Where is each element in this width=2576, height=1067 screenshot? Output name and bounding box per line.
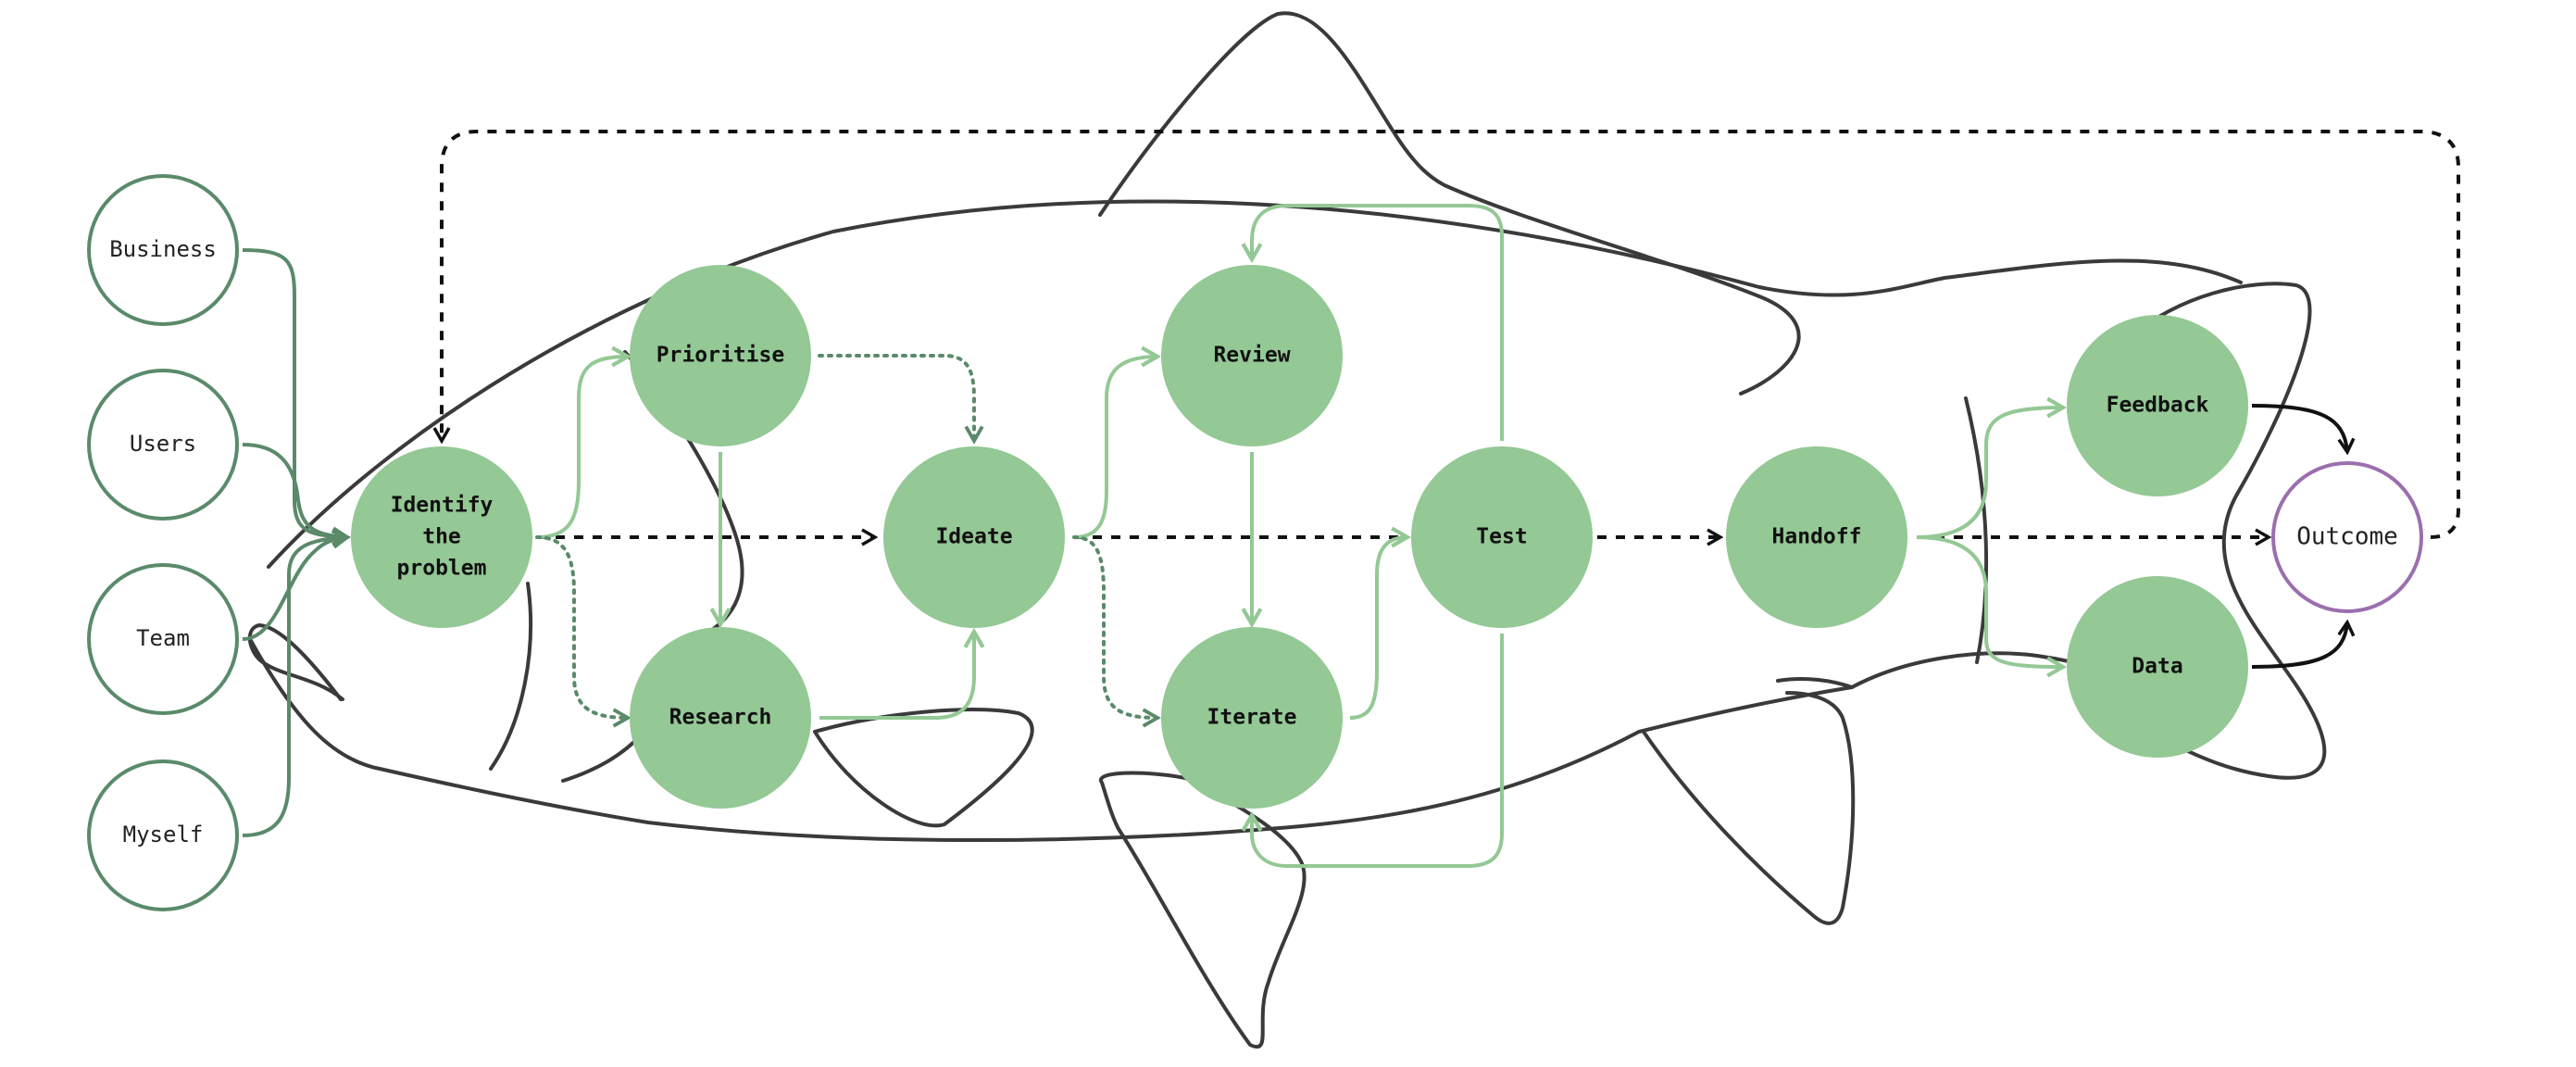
step-node-handoff: Handoff — [1726, 446, 1907, 628]
connector-handoff-feedback — [1916, 408, 2063, 539]
step-label-test: Test — [1476, 525, 1527, 549]
outcome-node: Outcome — [2271, 461, 2423, 613]
step-label-identify-line-0: Identify — [391, 494, 494, 518]
step-node-feedback: Feedback — [2067, 315, 2248, 496]
source-node-business: Business — [87, 174, 239, 326]
outcome-label: Outcome — [2296, 523, 2398, 551]
outcome-node-group: Outcome — [2271, 461, 2423, 613]
fish-anal-fin — [1098, 771, 1307, 1049]
step-node-iterate: Iterate — [1161, 627, 1343, 809]
step-label-data: Data — [2132, 655, 2182, 679]
connector-users-identify — [242, 443, 347, 537]
fish-belly-join — [1776, 676, 1854, 689]
connector-data-outcome — [2251, 622, 2347, 669]
connector-prioritise-ideate — [818, 354, 974, 441]
step-label-identify-line-1: the — [422, 525, 461, 549]
source-label-myself: Myself — [123, 822, 204, 847]
step-node-test: Test — [1411, 446, 1593, 628]
connector-test-review — [1252, 204, 1504, 441]
source-node-myself: Myself — [87, 759, 239, 911]
source-node-users: Users — [87, 369, 239, 521]
source-circle-myself — [87, 759, 239, 911]
fish-head-curve — [489, 582, 533, 771]
source-node-team: Team — [87, 563, 239, 715]
step-circle-handoff — [1726, 446, 1907, 628]
connector-identify-research — [535, 535, 628, 718]
step-node-data: Data — [2067, 576, 2248, 758]
connectors — [242, 130, 2460, 868]
fish-tail — [2128, 282, 2327, 780]
outcome-circle — [2271, 461, 2423, 613]
connector-iterate-test — [1349, 537, 1407, 720]
fish-outline — [247, 11, 2327, 1049]
connector-research-ideate — [819, 632, 974, 720]
step-node-ideate: Ideate — [883, 446, 1065, 628]
step-label-prioritise: Prioritise — [657, 344, 784, 368]
fish-body-bottom — [248, 637, 1854, 843]
connector-handoff-data — [1916, 535, 2063, 667]
step-label-ideate: Ideate — [935, 525, 1012, 549]
step-label-review: Review — [1213, 344, 1290, 368]
step-circle-prioritise — [630, 265, 811, 446]
step-label-iterate: Iterate — [1207, 706, 1297, 730]
step-circle-feedback — [2067, 315, 2248, 496]
step-node-prioritise: Prioritise — [630, 265, 811, 446]
source-circle-users — [87, 369, 239, 521]
fish-tail-fin-lower — [1642, 691, 1856, 925]
connector-ideate-review — [1073, 357, 1157, 539]
step-circle-ideate — [883, 446, 1065, 628]
source-circle-business — [87, 174, 239, 326]
step-circle-iterate — [1161, 627, 1343, 809]
fish-dorsal-fin — [1098, 11, 1801, 395]
step-circle-data — [2067, 576, 2248, 758]
connector-test-iterate — [1252, 634, 1504, 868]
connector-business-identify — [242, 248, 347, 537]
connector-myself-identify — [242, 537, 347, 837]
step-circle-identify — [351, 446, 532, 628]
connector-feedback-outcome — [2251, 404, 2347, 452]
fish-mouth — [247, 623, 344, 701]
step-circle-research — [630, 627, 811, 809]
step-circle-review — [1161, 265, 1343, 446]
step-circle-test — [1411, 446, 1593, 628]
step-label-feedback: Feedback — [2107, 394, 2209, 418]
connector-identify-prioritise — [536, 357, 628, 539]
step-node-review: Review — [1161, 265, 1343, 446]
source-label-business: Business — [109, 236, 217, 262]
connector-ideate-iterate — [1072, 535, 1157, 718]
fish-gill-line — [1964, 396, 1989, 664]
source-label-users: Users — [130, 431, 196, 457]
source-circle-team — [87, 563, 239, 715]
step-node-research: Research — [630, 627, 811, 809]
connector-outcome-loop — [442, 130, 2460, 539]
fish-pelvic-fin — [813, 708, 1034, 828]
step-label-research: Research — [669, 706, 772, 730]
step-node-identify: Identify the problem — [351, 446, 532, 628]
fish-body-top — [267, 199, 2243, 569]
step-label-handoff: Handoff — [1772, 525, 1862, 549]
step-label-identify-line-2: problem — [397, 557, 487, 581]
source-label-team: Team — [136, 625, 190, 651]
